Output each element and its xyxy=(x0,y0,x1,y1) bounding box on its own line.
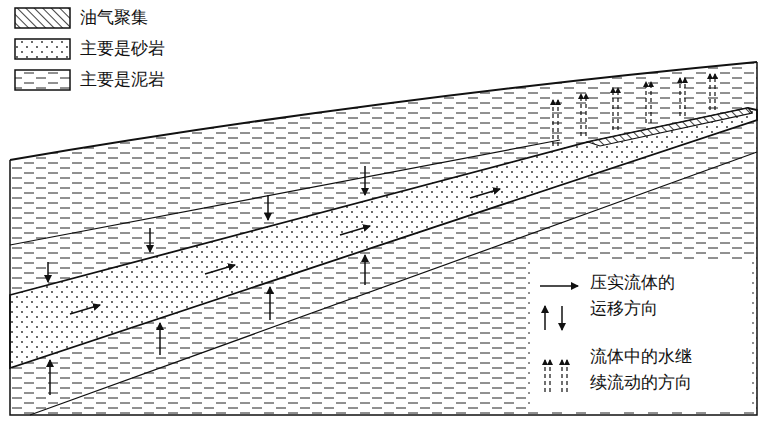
water-flow-arrows xyxy=(553,74,715,146)
mudstone-ground xyxy=(10,62,757,415)
legend-swatch-hatch xyxy=(15,8,70,28)
legend-label: 主要是泥岩 xyxy=(78,67,167,93)
flow-arrows xyxy=(48,166,500,395)
legend-label: 油气聚集 xyxy=(78,5,150,31)
legend-ground xyxy=(530,262,752,410)
legend-label: 流体中的水继 续流动的方向 xyxy=(588,344,702,395)
legend-swatch-sand xyxy=(15,39,70,59)
legend-sample-dashed xyxy=(545,360,567,392)
mudstone-pattern xyxy=(10,62,757,415)
frame xyxy=(10,62,757,415)
legend-label: 压实流体的 运移方向 xyxy=(588,270,684,321)
legend-label: 主要是砂岩 xyxy=(78,36,167,62)
legend-samples xyxy=(540,286,578,330)
legend-swatch-mud xyxy=(15,70,70,90)
